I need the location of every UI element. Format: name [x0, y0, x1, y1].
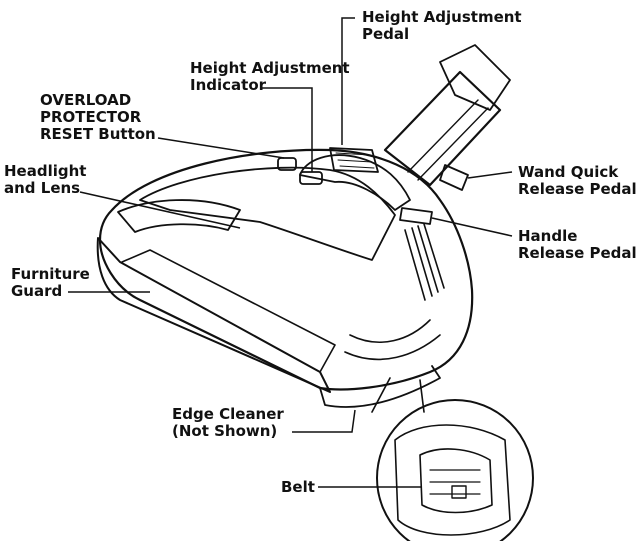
belt-inset — [376, 399, 534, 541]
height-indicator-shape — [299, 171, 323, 185]
leader-overload-reset — [157, 137, 285, 159]
label-handle-release-pedal: Handle Release Pedal — [518, 227, 637, 262]
headlight-lens — [117, 199, 241, 233]
height-pedal-shape — [329, 147, 379, 173]
label-furniture-guard: Furniture Guard — [11, 265, 90, 300]
leader-height-pedal — [341, 17, 355, 145]
leader-handle-release — [431, 217, 513, 237]
leader-headlight — [79, 191, 241, 229]
wand-release-shape — [439, 164, 469, 191]
nozzle-body-outline — [98, 148, 474, 391]
label-overload-protector-reset-button: OVERLOAD PROTECTOR RESET Button — [40, 91, 156, 143]
label-edge-cleaner: Edge Cleaner (Not Shown) — [172, 405, 284, 440]
reset-button-shape — [277, 157, 297, 171]
label-headlight-and-lens: Headlight and Lens — [4, 162, 87, 197]
leader-height-indicator — [262, 87, 313, 172]
neck — [299, 154, 411, 211]
handle-release-shape — [399, 207, 433, 225]
label-height-adjustment-pedal: Height Adjustment Pedal — [362, 8, 522, 43]
label-wand-quick-release-pedal: Wand Quick Release Pedal — [518, 163, 637, 198]
leader-edge-cleaner — [292, 409, 356, 433]
label-height-adjustment-indicator: Height Adjustment Indicator — [190, 59, 350, 94]
wand — [383, 70, 502, 187]
label-belt: Belt — [281, 478, 315, 496]
top-panel — [139, 166, 396, 261]
leader-wand-release — [467, 171, 513, 179]
furniture-guard-shape — [96, 237, 331, 393]
